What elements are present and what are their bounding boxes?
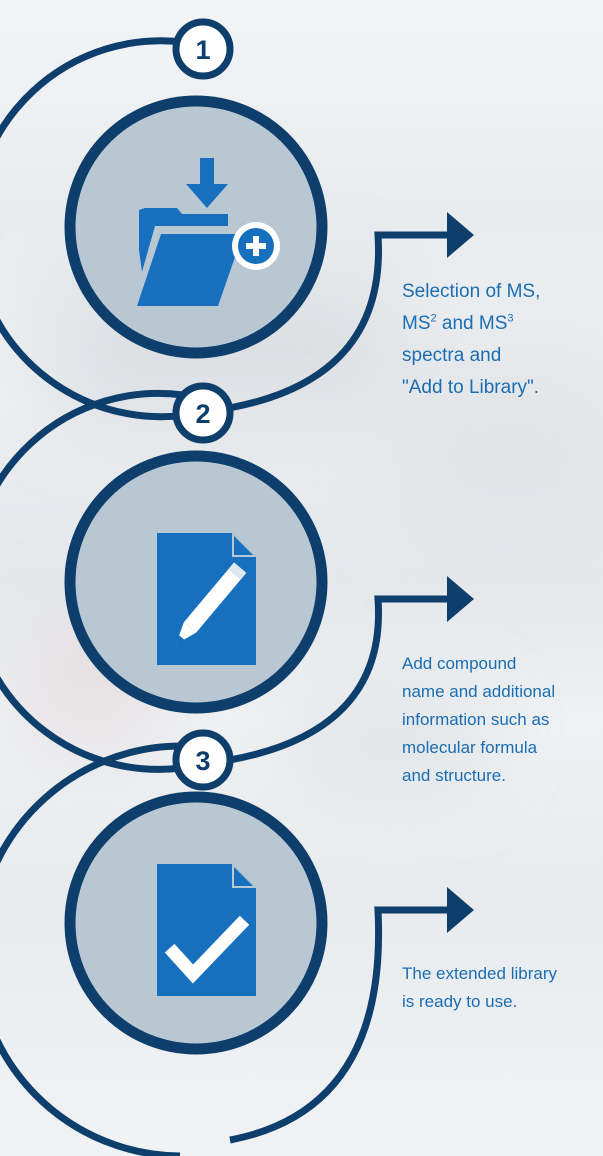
step-1-sup-3: 3 <box>507 312 514 325</box>
step-1: 1 <box>0 18 474 421</box>
step-3-ring-arc <box>0 742 184 1156</box>
step-1-main-circle <box>64 95 328 359</box>
step-3: 3 <box>0 729 474 1156</box>
step-1-sup-2: 2 <box>430 312 437 325</box>
document-check-icon <box>157 864 256 996</box>
step-1-line-2-and-ms: and MS <box>436 313 508 334</box>
step-2-description: Add compound name and additional informa… <box>402 654 556 785</box>
step-3-number: 3 <box>195 746 210 776</box>
step-2-arrow-head <box>447 576 474 622</box>
step-1-number: 1 <box>195 35 210 65</box>
step-2-number: 2 <box>195 399 210 429</box>
step-1-line-1: Selection of MS, <box>402 281 541 302</box>
step-1-description: Selection of MS, MS2 and MS3 spectra and… <box>402 276 540 404</box>
step-1-arrow-head <box>447 212 474 258</box>
step-2-connector-line <box>202 595 450 768</box>
step-1-line-4: "Add to Library". <box>402 377 540 398</box>
document-edit-icon <box>157 533 256 665</box>
step-3-arrow-head <box>447 887 474 933</box>
step-1-ring-arc <box>0 37 204 421</box>
step-3-description: The extended library is ready to use. <box>402 964 557 1011</box>
step-3-number-badge <box>172 729 234 791</box>
step-1-line-3: spectra and <box>402 345 502 366</box>
step-1-connector-line <box>202 231 450 416</box>
folder-add-icon <box>137 158 280 306</box>
step-2-number-badge <box>172 382 234 444</box>
step-1-line-2-ms: MS <box>402 313 431 334</box>
step-3-connector-line <box>229 906 450 1144</box>
step-1-number-badge <box>172 18 234 80</box>
